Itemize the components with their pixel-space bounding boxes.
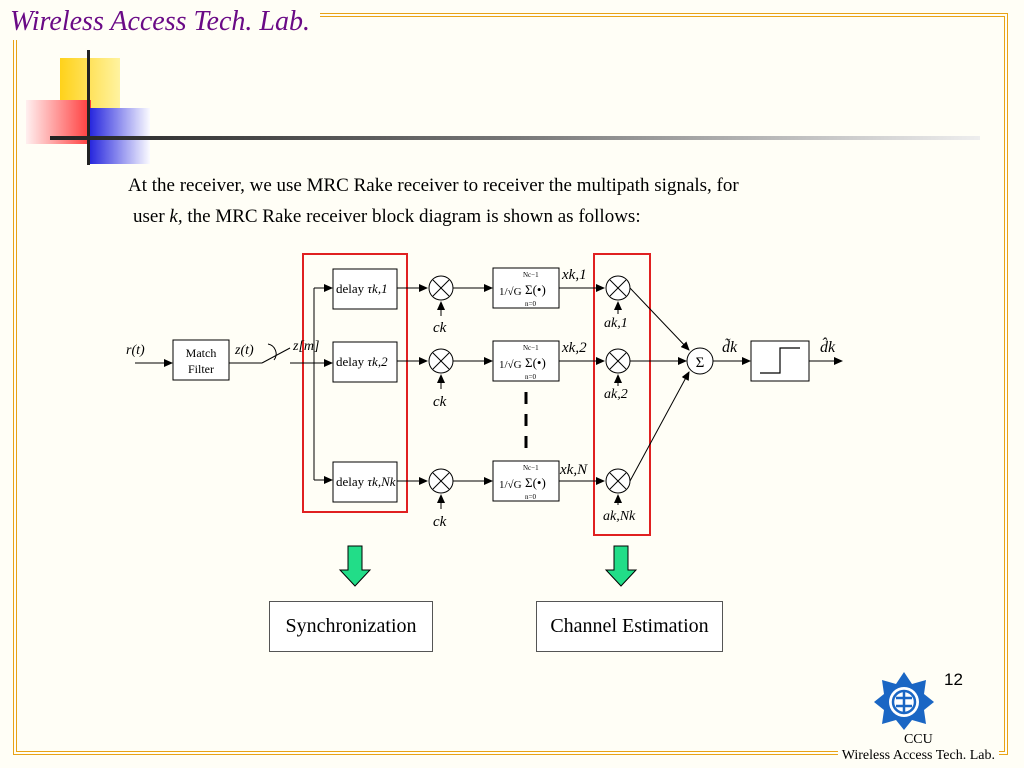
synchronization-highlight-box [302, 253, 408, 513]
weight-label-n: ak,Nk [603, 509, 636, 524]
channel-estimation-box: Channel Estimation [536, 601, 723, 652]
header-title: Wireless Access Tech. Lab. [0, 4, 320, 40]
match-filter-label-line2: Filter [188, 362, 214, 376]
branch-output-label-2: xk,2 [561, 340, 587, 356]
hard-decision-label: d̂k [820, 337, 836, 356]
accumulator-upper-limit-1: Nc−1 [523, 271, 539, 279]
delay-block-n [332, 461, 398, 503]
accumulator-upper-limit-n: Nc−1 [523, 464, 539, 472]
input-signal-label: r(t) [126, 343, 145, 358]
match-filter-label-line1: Match [186, 346, 217, 360]
spreading-code-label-2: ck [433, 394, 447, 410]
weight-label-2: ak,2 [604, 387, 628, 402]
match-filter-block [172, 339, 230, 381]
weight-label-1: ak,1 [604, 316, 628, 331]
sampled-signal-label: z[m] [292, 339, 319, 354]
synchronization-box: Synchronization [269, 601, 433, 652]
accumulator-lower-limit-n: n=0 [525, 493, 536, 501]
vertical-rule [87, 50, 90, 165]
branch-output-label-1: xk,1 [561, 267, 587, 283]
intro-line-2-rest: the MRC Rake receiver block diagram is s… [182, 206, 641, 227]
accumulator-upper-limit-2: Nc−1 [523, 344, 539, 352]
accumulator-sum-1: Σ(•) [525, 282, 546, 297]
intro-line-2-variable: k, [169, 206, 183, 227]
accumulator-sum-2: Σ(•) [525, 355, 546, 370]
accumulator-block-2 [492, 340, 560, 382]
combiner-sum-symbol: Σ [696, 355, 705, 371]
accumulator-block-1 [492, 267, 560, 309]
spreading-code-label-1: ck [433, 320, 447, 336]
slide-frame [13, 13, 1008, 755]
step-function-icon [760, 347, 800, 374]
delay-label-1: delay τk,1 [336, 281, 388, 296]
rake-branch-n: delay τk,Nk ck 1/√G Σ(•) Nc−1 n=0 xk,N a… [332, 460, 636, 530]
synchronization-down-arrow [338, 545, 372, 587]
rake-branch-2: delay τk,2 ck 1/√G Σ(•) Nc−1 n=0 xk,2 ak… [332, 340, 631, 410]
soft-decision-label: d̃k [722, 338, 738, 356]
accumulator-lower-limit-2: n=0 [525, 373, 536, 381]
accumulator-fraction-1: 1/√G [499, 286, 522, 298]
delay-block-1 [332, 268, 398, 310]
accumulator-lower-limit-1: n=0 [525, 300, 536, 308]
intro-text: At the receiver, we use MRC Rake receive… [128, 170, 739, 232]
footer: CCU Wireless Access Tech. Lab. [837, 732, 999, 764]
filtered-signal-label: z(t) [234, 343, 254, 358]
footer-lab: Wireless Access Tech. Lab. [841, 748, 995, 763]
channel-estimation-down-arrow [604, 545, 638, 587]
accumulator-fraction-2: 1/√G [499, 359, 522, 371]
ccu-logo-icon [874, 672, 934, 730]
accumulator-sum-n: Σ(•) [525, 475, 546, 490]
accumulator-fraction-n: 1/√G [499, 479, 522, 491]
spreading-code-label-n: ck [433, 514, 447, 530]
intro-line-2: user k, the MRC Rake receiver block diag… [128, 201, 739, 232]
delay-block-2 [332, 341, 398, 383]
branch-output-label-n: xk,N [559, 462, 588, 478]
intro-line-2-prefix: user [133, 206, 170, 227]
rake-branch-1: delay τk,1 ck 1/√G Σ(•) Nc−1 n=0 xk,1 ak… [332, 267, 631, 336]
footer-org: CCU [903, 732, 933, 747]
page-number: 12 [944, 670, 963, 689]
intro-line-1: At the receiver, we use MRC Rake receive… [128, 175, 739, 196]
delay-label-2: delay τk,2 [336, 354, 388, 369]
delay-label-n: delay τk,Nk [336, 474, 396, 489]
horizontal-rule [50, 136, 980, 140]
channel-estimation-highlight-box [593, 253, 651, 536]
